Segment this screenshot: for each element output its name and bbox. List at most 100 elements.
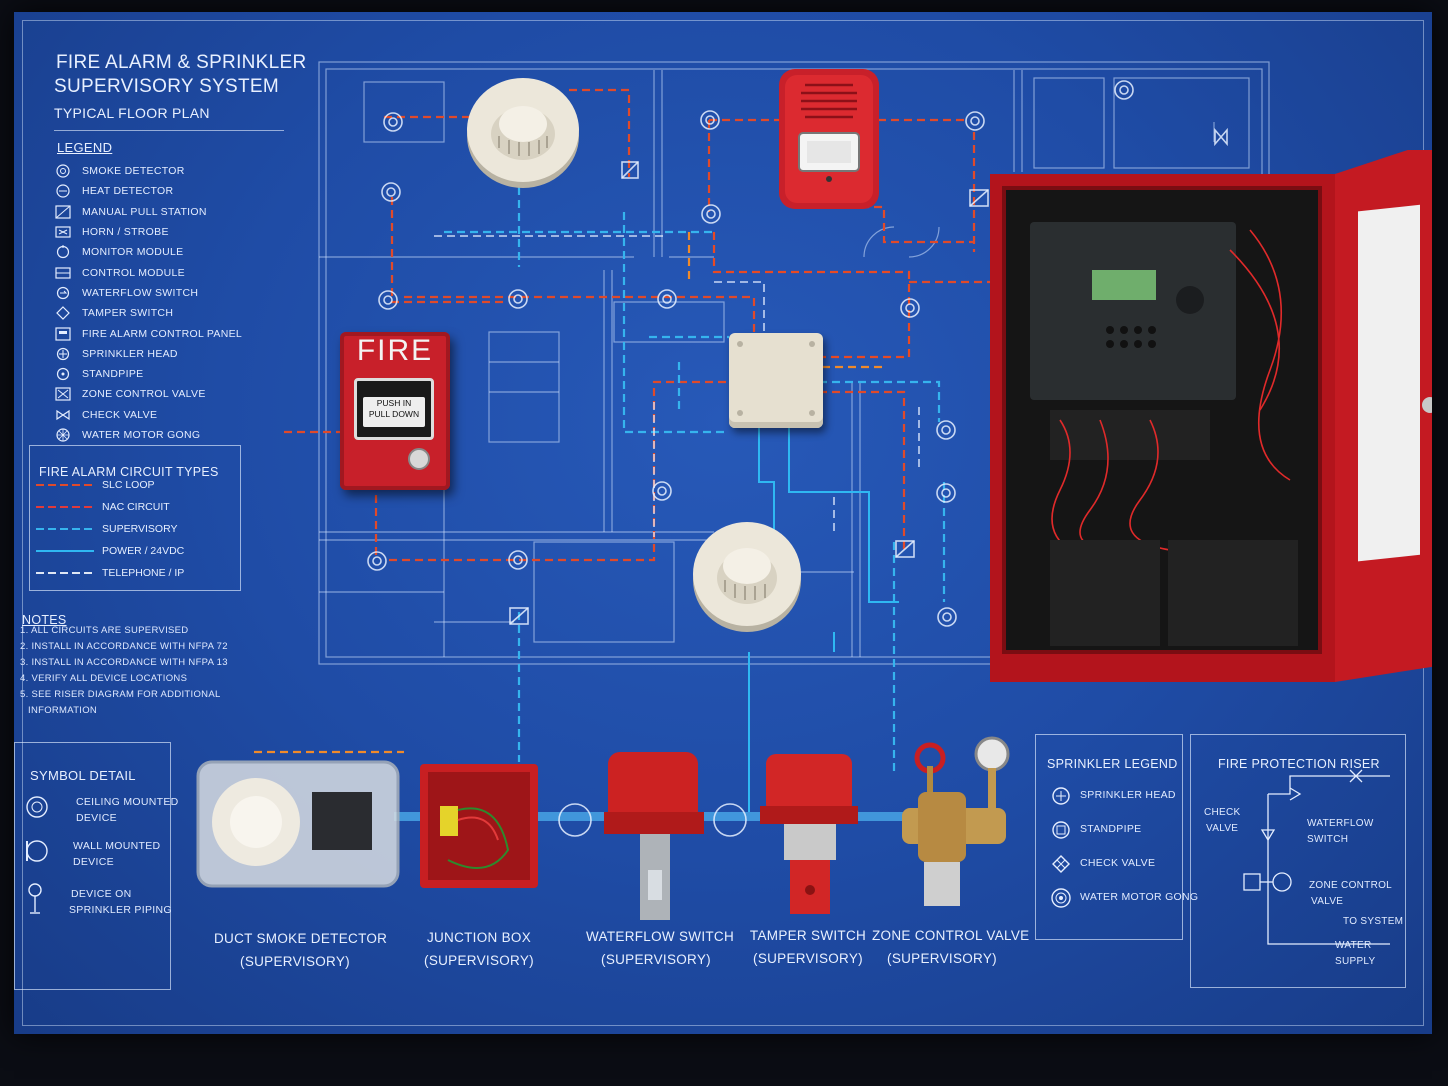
plan-sprinkler-symbol: [367, 551, 387, 571]
legend-label: MONITOR MODULE: [82, 246, 184, 259]
piping-device-icon: [28, 883, 42, 914]
legend-item: SPRINKLER HEAD: [54, 344, 284, 364]
riser-label: SUPPLY: [1335, 956, 1376, 967]
legend-item: CONTROL MODULE: [54, 262, 284, 282]
sprinkler-legend-label: WATER MOTOR GONG: [1080, 891, 1199, 903]
symbol-detail-heading: SYMBOL DETAIL: [30, 768, 136, 783]
note-item: 2. INSTALL IN ACCORDANCE WITH NFPA 72: [20, 641, 228, 652]
pull-station-handle[interactable]: PUSH IN PULL DOWN: [354, 378, 434, 440]
sprinkler-head-icon: [56, 347, 70, 360]
riser-label: WATERFLOW: [1307, 818, 1374, 829]
sprinkler-legend-box: [1035, 734, 1183, 940]
water-motor-gong-icon: [56, 428, 70, 442]
legend-label: CONTROL MODULE: [82, 266, 185, 279]
junction-box-device: [420, 764, 538, 888]
standpipe-icon: [1052, 821, 1070, 839]
symbol-label: DEVICE: [76, 812, 117, 824]
legend-label: SPRINKLER HEAD: [82, 347, 178, 360]
riser-label: TO SYSTEM: [1343, 916, 1404, 927]
blueprint-sheet: FIRE ALARM & SPRINKLER SUPERVISORY SYSTE…: [14, 12, 1432, 1034]
plan-sprinkler-symbol: [657, 289, 677, 309]
floor-plan-drawing: [254, 61, 1428, 837]
symbol-label: CEILING MOUNTED: [76, 796, 179, 808]
plan-sprinkler-symbol: [965, 111, 985, 131]
symbol-label: DEVICE: [73, 856, 114, 868]
riser-label: WATER: [1335, 940, 1372, 951]
device-caption: JUNCTION BOX: [426, 930, 532, 945]
legend-item: SMOKE DETECTOR: [54, 161, 284, 181]
legend-list: SMOKE DETECTOR HEAT DETECTOR MANUAL PULL…: [54, 161, 284, 445]
symbol-detail-box: [14, 742, 171, 990]
plan-module-symbol: [509, 607, 529, 625]
legend-item: HORN / STROBE: [54, 222, 284, 242]
legend-item: WATER MOTOR GONG: [54, 425, 284, 445]
legend-heading: LEGEND: [57, 140, 113, 155]
check-valve-icon: [56, 409, 70, 420]
smoke-detector-top: [467, 78, 579, 188]
device-caption: DUCT SMOKE DETECTOR: [214, 931, 388, 946]
horn-strobe-icon: [55, 226, 71, 238]
circuit-type-telephone: TELEPHONE / IP: [36, 567, 184, 579]
riser-heading: FIRE PROTECTION RISER: [1218, 757, 1380, 771]
slc-line-swatch: [36, 484, 94, 486]
nac-line-swatch: [36, 506, 94, 508]
plan-device-symbols: [367, 80, 1428, 639]
plan-sprinkler-symbol: [508, 550, 528, 570]
riser-label: SWITCH: [1307, 834, 1349, 845]
junction-box-center: [729, 333, 823, 428]
device-caption: WATERFLOW SWITCH: [586, 929, 735, 944]
device-caption-sub: (SUPERVISORY): [424, 953, 534, 968]
legend-label: TAMPER SWITCH: [82, 307, 174, 320]
legend-item: HEAT DETECTOR: [54, 181, 284, 201]
legend-item: TAMPER SWITCH: [54, 303, 284, 323]
plan-module-symbol: [621, 161, 639, 179]
plan-module-symbol: [969, 189, 989, 207]
power-line-swatch: [36, 550, 94, 552]
zone-control-valve-device: [902, 736, 1010, 906]
device-caption-sub: (SUPERVISORY): [887, 951, 997, 966]
zone-valve-icon: [55, 387, 71, 402]
circuit-types-box: [29, 445, 241, 591]
floor-plan-walls: [318, 61, 1270, 665]
circuit-type-label: NAC CIRCUIT: [102, 501, 170, 513]
legend-item: WATERFLOW SWITCH: [54, 283, 284, 303]
pull-station-device[interactable]: FIRE PUSH IN PULL DOWN: [340, 332, 450, 490]
waterflow-switch-device: [604, 752, 704, 920]
legend-item: MANUAL PULL STATION: [54, 202, 284, 222]
legend-label: WATERFLOW SWITCH: [82, 286, 199, 299]
circuit-type-label: SLC LOOP: [102, 479, 155, 491]
sprinkler-legend-label: STANDPIPE: [1080, 823, 1142, 835]
symbol-label: WALL MOUNTED: [73, 840, 161, 852]
wall-device-icon: [26, 840, 48, 862]
legend-item: MONITOR MODULE: [54, 242, 284, 262]
tamper-switch-device: [760, 754, 858, 914]
legend-label: CHECK VALVE: [82, 408, 158, 421]
riser-label: ZONE CONTROL: [1309, 880, 1393, 891]
plan-sprinkler-symbol: [378, 290, 398, 310]
plan-sprinkler-symbol: [936, 483, 956, 503]
handle-text: PUSH IN: [376, 398, 412, 408]
circuit-type-label: POWER / 24VDC: [102, 545, 185, 557]
plan-sprinkler-symbol: [383, 112, 403, 132]
smoke-detector-middle: [693, 522, 801, 632]
device-caption: ZONE CONTROL VALVE: [872, 928, 1030, 943]
power-wiring: [748, 427, 899, 812]
note-item: 1. ALL CIRCUITS ARE SUPERVISED: [20, 625, 189, 636]
supervisory-wiring: [444, 187, 946, 772]
legend-item: ZONE CONTROL VALVE: [54, 384, 284, 404]
water-motor-gong-icon: [1051, 888, 1071, 908]
page-title-line2: SUPERVISORY SYSTEM: [54, 76, 280, 97]
legend-label: ZONE CONTROL VALVE: [82, 388, 206, 401]
plan-sprinkler-symbol: [652, 481, 672, 501]
note-item: 4. VERIFY ALL DEVICE LOCATIONS: [20, 673, 188, 684]
legend-label: STANDPIPE: [82, 368, 144, 381]
sprinkler-legend-label: CHECK VALVE: [1080, 857, 1156, 869]
circuit-type-label: SUPERVISORY: [102, 523, 178, 535]
check-valve-icon: [1052, 855, 1070, 873]
horn-strobe-device: [779, 69, 879, 209]
device-caption: TAMPER SWITCH: [749, 928, 867, 943]
pull-station-label: FIRE: [356, 334, 434, 367]
symbol-label: DEVICE ON: [71, 888, 132, 900]
tamper-switch-icon: [56, 306, 70, 321]
supervisory-line-swatch: [36, 528, 94, 530]
